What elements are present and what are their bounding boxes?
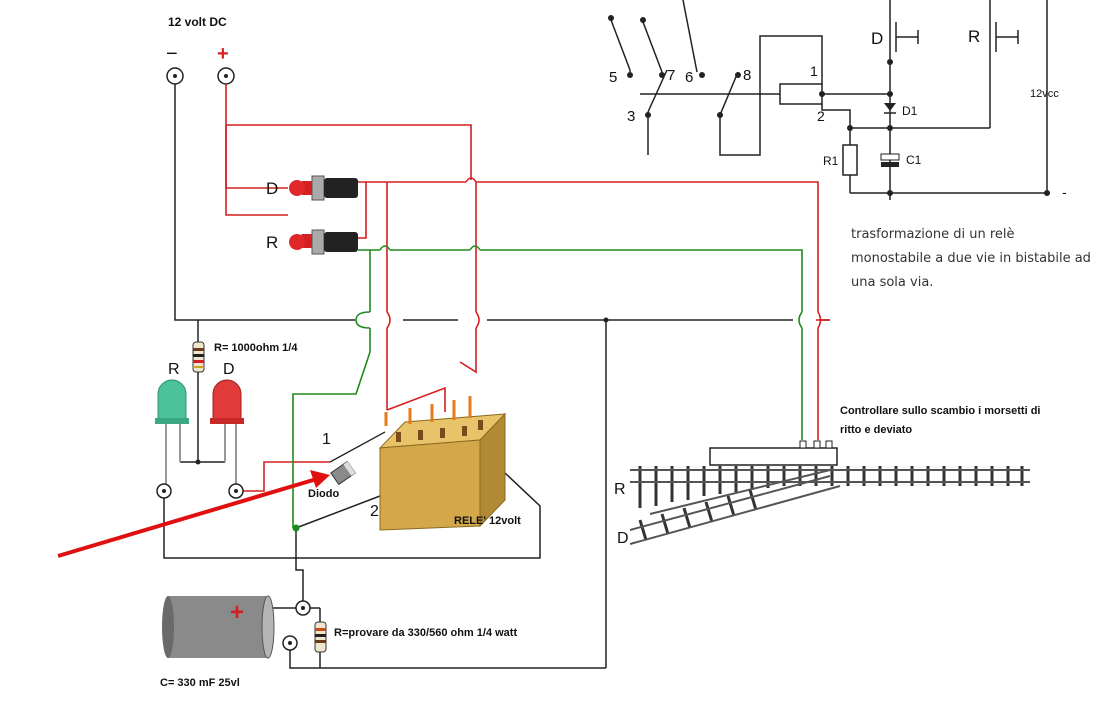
pin-1-label: 1 xyxy=(322,431,331,448)
schematic xyxy=(610,0,1050,200)
schematic-supply-label: 12vcc xyxy=(1030,88,1059,100)
plus-sign: + xyxy=(217,43,229,65)
track-r-label: R xyxy=(614,481,626,498)
schematic-contact-3: 3 xyxy=(627,108,635,125)
led-terminal-left xyxy=(156,483,172,499)
push-button-d[interactable] xyxy=(289,175,358,201)
power-terminal-minus xyxy=(166,67,184,85)
pin-2-label: 2 xyxy=(370,503,379,520)
led-green xyxy=(155,379,189,484)
schematic-contact-5: 5 xyxy=(609,69,617,86)
schematic-contact-8: 8 xyxy=(743,67,751,84)
schematic-r1-label: R1 xyxy=(823,154,839,168)
led-red xyxy=(210,379,244,484)
schematic-coil-1: 1 xyxy=(810,63,818,79)
cap-terminal-top xyxy=(295,600,311,616)
push-button-r[interactable] xyxy=(289,229,358,255)
junction-dot-green xyxy=(292,524,300,532)
led-d-label: D xyxy=(223,361,235,378)
capacitor-label: C= 330 mF 25vl xyxy=(160,677,240,689)
junction-dot xyxy=(195,459,201,465)
description-line1: trasformazione di un relè xyxy=(851,227,1015,242)
led-r-label: R xyxy=(168,361,180,378)
red-wires xyxy=(225,84,822,492)
cap-resistor xyxy=(314,621,327,653)
schematic-contact-7: 7 xyxy=(667,67,675,84)
capacitor-plus: + xyxy=(230,599,244,626)
black-wires xyxy=(163,84,830,669)
resistor-led-label: R= 1000ohm 1/4 xyxy=(214,342,298,354)
green-wires xyxy=(292,245,803,528)
button-d-label: D xyxy=(266,179,278,198)
schematic-contact-6: 6 xyxy=(685,69,693,86)
schematic-push-d: D xyxy=(871,29,883,48)
relay-label: RELE' 12volt xyxy=(454,515,521,527)
schematic-d1 xyxy=(884,103,896,114)
schematic-c1-label: C1 xyxy=(906,153,922,167)
led-terminal-right xyxy=(228,483,244,499)
relay xyxy=(378,396,507,531)
button-r-label: R xyxy=(266,233,278,252)
schematic-dots xyxy=(608,15,1050,196)
switch-note-line1: Controllare sullo scambio i morsetti di xyxy=(840,405,1040,417)
description-line3: una sola via. xyxy=(851,275,933,290)
turnout-track xyxy=(629,466,1030,545)
diode-label: Diodo xyxy=(308,488,339,500)
track-d-label: D xyxy=(617,530,629,547)
power-terminal-plus xyxy=(217,67,235,85)
description-line2: monostabile a due vie in bistabile ad xyxy=(851,251,1091,266)
schematic-coil-2: 2 xyxy=(817,108,825,124)
led-resistor xyxy=(192,341,205,373)
schematic-minus-label: - xyxy=(1062,184,1067,200)
minus-sign: − xyxy=(166,43,178,65)
power-title: 12 volt DC xyxy=(168,15,227,29)
resistor-cap-label: R=provare da 330/560 ohm 1/4 watt xyxy=(334,627,517,639)
diode xyxy=(329,431,386,486)
schematic-c1 xyxy=(880,153,900,167)
pointer-arrow xyxy=(57,470,330,558)
schematic-push-r: R xyxy=(968,27,980,46)
junction-dot xyxy=(603,317,609,323)
capacitor xyxy=(162,595,275,659)
cap-terminal-bottom xyxy=(282,635,298,651)
turnout-motor xyxy=(709,440,838,466)
switch-note-line2: ritto e deviato xyxy=(840,424,912,436)
schematic-d1-label: D1 xyxy=(902,104,918,118)
